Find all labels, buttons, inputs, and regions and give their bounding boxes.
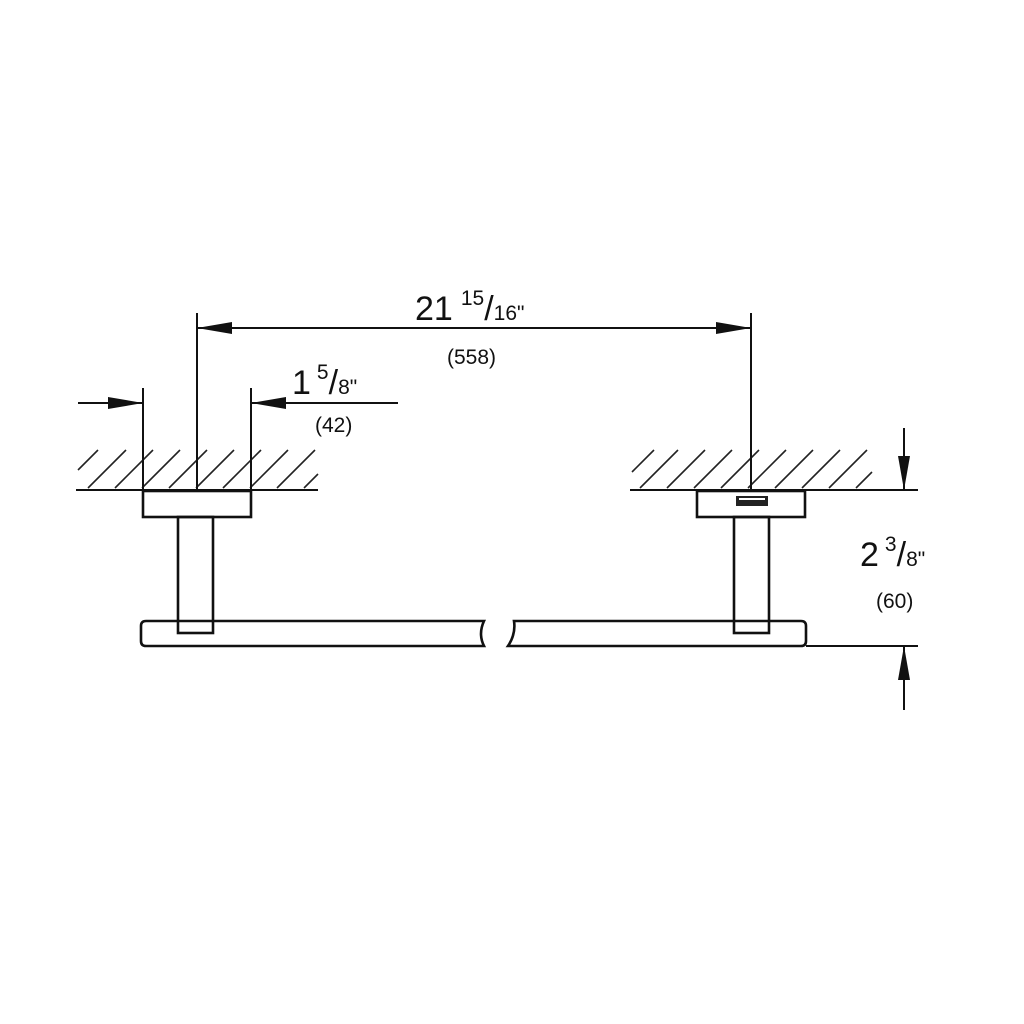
projection-dimension-metric: (60) [876,590,913,613]
right-post [732,515,771,635]
overall-arrow-right [716,322,751,334]
overall-arrow-left [197,322,232,334]
mount-arrow-right [251,397,286,409]
left-wall-hatch [77,449,319,489]
projection-arrow-top [898,456,910,490]
brand-logo-mark [736,496,768,506]
right-wall-hatch [631,449,873,489]
overall-dimension-metric: (558) [447,346,496,369]
mount-dimension-metric: (42) [315,414,352,437]
left-mount-plate [141,489,253,519]
bar-left-segment [139,619,487,648]
bar-right-segment [505,619,808,648]
left-post [176,515,215,635]
projection-arrow-bottom [898,646,910,680]
mount-arrow-left [108,397,143,409]
